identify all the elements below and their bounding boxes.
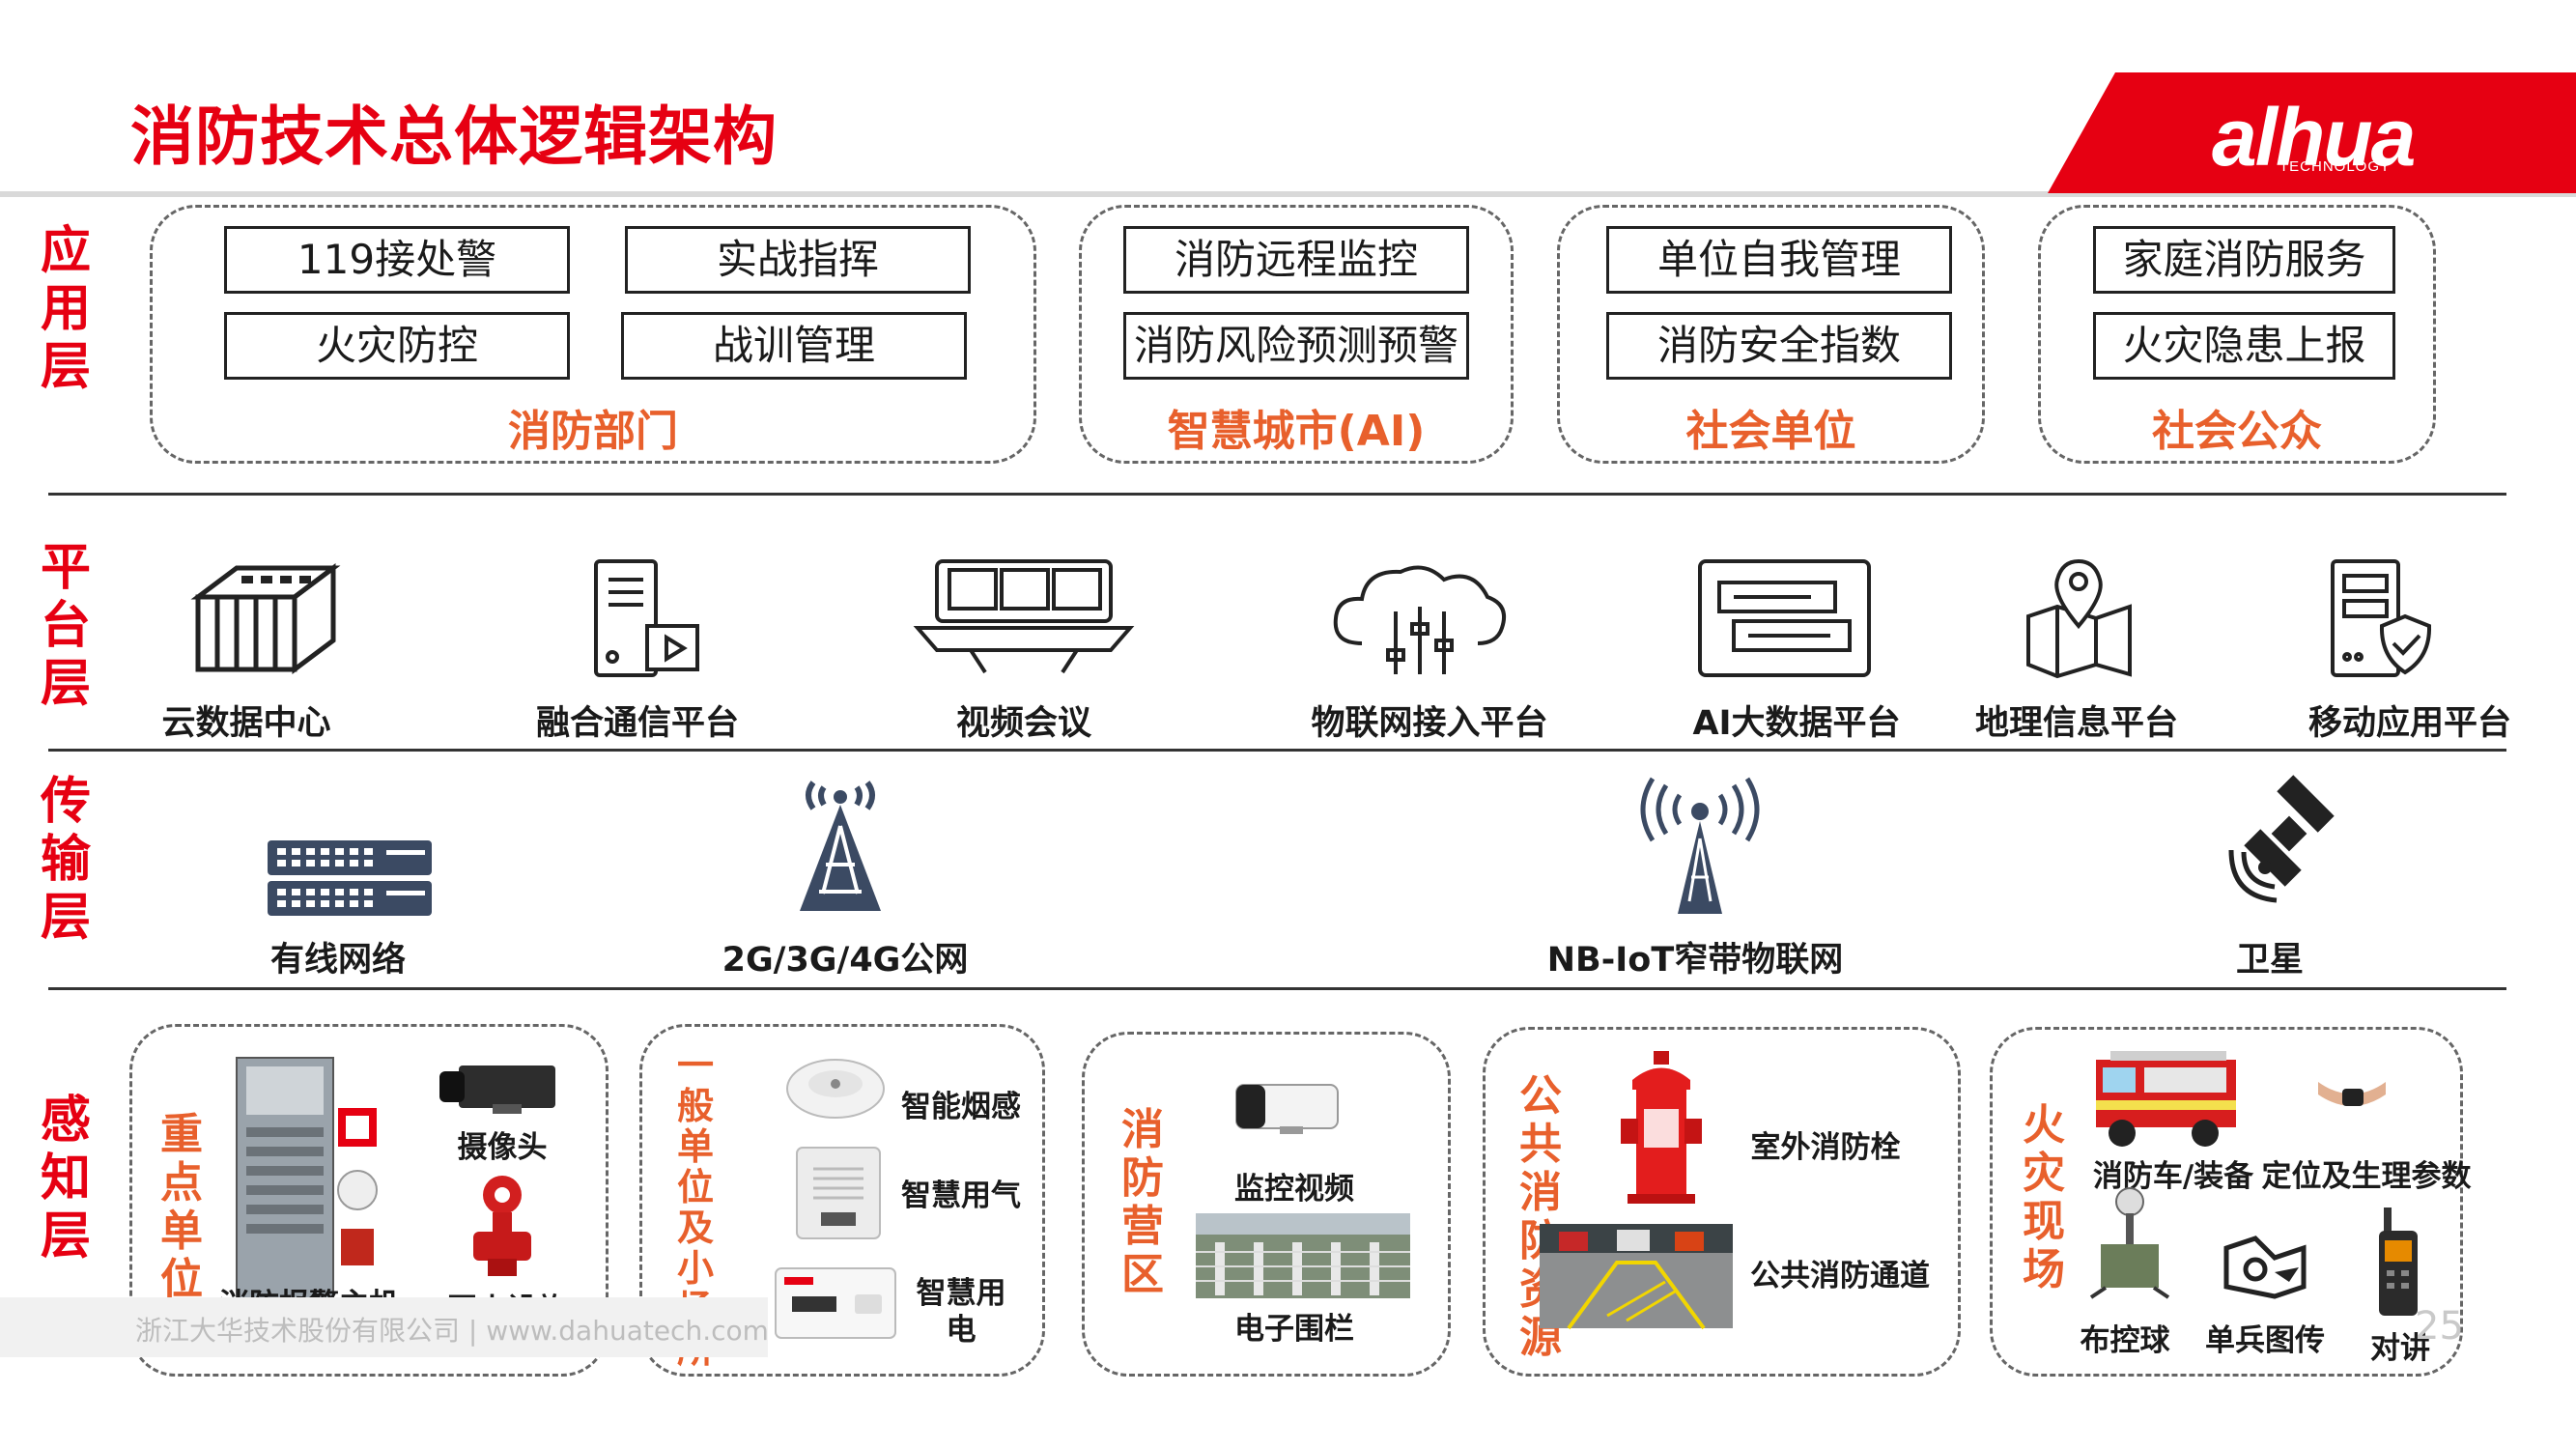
smoke-detector-icon	[786, 1059, 885, 1119]
device-label: 智能烟感	[901, 1090, 1021, 1124]
app-group-smart-city	[1079, 205, 1514, 464]
camera-icon	[439, 1065, 555, 1114]
video-transmission-icon	[2223, 1236, 2307, 1299]
platform-label: 地理信息平台	[1974, 704, 2178, 743]
separator-app-platform	[48, 493, 2506, 496]
app-group-public	[2038, 205, 2436, 464]
layer-label-platform: 平台层	[40, 539, 91, 713]
secure-server-icon	[2331, 559, 2432, 677]
transport-label: 2G/3G/4G公网	[722, 941, 969, 980]
device-label: 电子围栏	[1234, 1312, 1354, 1347]
app-item[interactable]: 实战指挥	[625, 226, 971, 294]
transport-label: NB-IoT窄带物联网	[1546, 941, 1844, 980]
satellite-icon	[2228, 775, 2335, 903]
layer-label-transport: 传输层	[40, 773, 91, 947]
footer-text: 浙江大华技术股份有限公司 | www.dahuatech.com	[135, 1315, 769, 1347]
device-label: 布控球	[2080, 1323, 2170, 1358]
fire-truck-icon	[2096, 1051, 2236, 1147]
device-label: 室外消防栓	[1750, 1130, 1901, 1165]
app-item[interactable]: 消防风险预测预警	[1123, 312, 1469, 380]
app-item[interactable]: 消防远程监控	[1123, 226, 1469, 294]
radio-tower-icon	[1640, 777, 1760, 914]
transport-label: 有线网络	[269, 941, 406, 980]
sense-group-name: 火灾现场	[2023, 1100, 2065, 1294]
sense-group-key-unit	[129, 1024, 609, 1377]
hydrant-valve-icon	[473, 1176, 531, 1276]
cloud-iot-icon	[1333, 565, 1507, 674]
device-label: 摄像头	[457, 1130, 548, 1165]
platform-label: 云数据中心	[161, 704, 331, 743]
app-item[interactable]: 火灾防控	[224, 312, 570, 380]
sense-group-public-resource	[1483, 1027, 1961, 1377]
app-item[interactable]: 战训管理	[621, 312, 967, 380]
brand-sub: TECHNOLOGY	[2279, 158, 2392, 175]
app-group-social-unit	[1557, 205, 1985, 464]
app-item[interactable]: 119接处警	[224, 226, 570, 294]
sense-group-fire-camp	[1082, 1032, 1451, 1377]
title-divider	[0, 191, 2576, 197]
platform-label: 融合通信平台	[535, 704, 739, 743]
page-number: 25	[2415, 1304, 2464, 1349]
switch-icon	[268, 840, 432, 916]
map-pin-icon	[2026, 558, 2132, 679]
sense-group-name: 消防营区	[1121, 1105, 1164, 1299]
transport-label: 卫星	[2235, 941, 2304, 980]
brand-logo: alhua	[2212, 92, 2416, 183]
intercom-icon	[2379, 1208, 2418, 1316]
sense-group-fire-scene	[1990, 1027, 2463, 1377]
cell-tower-icon	[800, 781, 881, 911]
app-group-name: 社会单位	[1685, 407, 1856, 456]
body-sensor-icon	[2318, 1082, 2386, 1106]
app-group-name: 社会公众	[2152, 407, 2322, 456]
device-label: 定位及生理参数	[2261, 1159, 2472, 1194]
layer-label-sense: 感知层	[40, 1092, 91, 1265]
app-item[interactable]: 消防安全指数	[1606, 312, 1952, 380]
deploy-ball-icon	[2089, 1187, 2170, 1299]
ai-bigdata-icon	[1698, 559, 1871, 677]
electric-fence-icon	[1196, 1213, 1410, 1298]
footer-band	[0, 1297, 768, 1357]
device-label: 公共消防通道	[1750, 1259, 1930, 1293]
app-item[interactable]: 家庭消防服务	[2093, 226, 2395, 294]
fire-lane-icon	[1540, 1224, 1733, 1330]
platform-label: 视频会议	[955, 704, 1091, 743]
page-title: 消防技术总体逻辑架构	[130, 99, 778, 174]
sense-group-general-unit	[639, 1024, 1045, 1377]
app-group-name: 消防部门	[508, 407, 678, 456]
app-item[interactable]: 单位自我管理	[1606, 226, 1952, 294]
device-label: 单兵图传	[2205, 1323, 2325, 1358]
layer-label-app: 应用层	[40, 222, 91, 396]
separator-platform-transport	[48, 749, 2506, 752]
device-label: 监控视频	[1234, 1172, 1354, 1207]
brand-band	[2048, 72, 2576, 193]
device-label: 智慧用电	[916, 1276, 1006, 1348]
gas-detector-icon	[796, 1147, 881, 1239]
app-group-name: 智慧城市(AI)	[1167, 407, 1426, 456]
separator-transport-sense	[48, 987, 2506, 990]
surveillance-camera-icon	[1235, 1084, 1339, 1134]
device-label: 对讲	[2370, 1331, 2430, 1366]
device-label: 智慧用气	[901, 1179, 1021, 1213]
app-item[interactable]: 火灾隐患上报	[2093, 312, 2395, 380]
server-video-icon	[594, 559, 699, 677]
sense-group-name: 重点单位	[160, 1110, 203, 1304]
data-center-icon	[190, 563, 341, 674]
device-label: 消防车/装备	[2092, 1159, 2254, 1194]
alarm-host-icon	[236, 1057, 378, 1300]
platform-label: AI大数据平台	[1692, 704, 1901, 743]
electric-detector-icon	[775, 1267, 896, 1339]
platform-label: 物联网接入平台	[1311, 704, 1548, 743]
app-group-fire-dept	[150, 205, 1036, 464]
video-conference-icon	[913, 559, 1135, 674]
outdoor-hydrant-icon	[1621, 1051, 1702, 1204]
platform-label: 移动应用平台	[2307, 704, 2511, 743]
